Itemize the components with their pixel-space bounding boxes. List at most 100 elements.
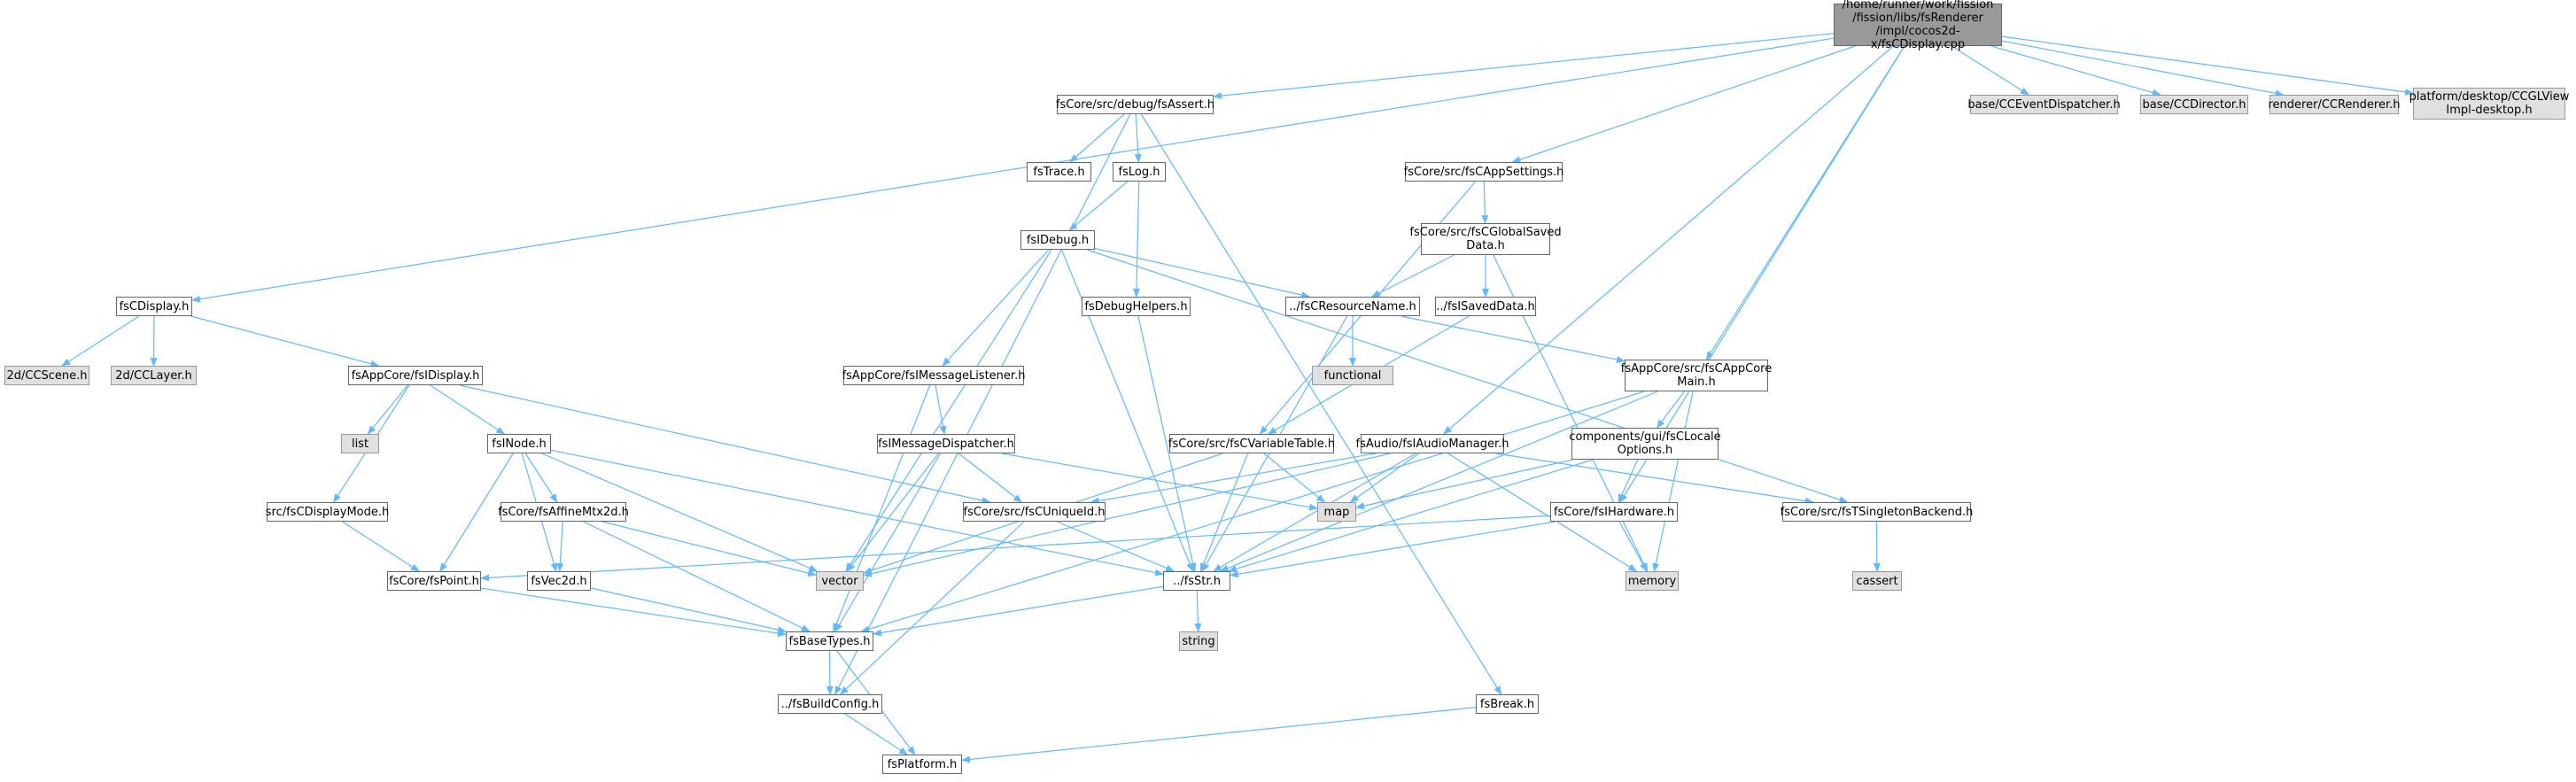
edge-inode-to-point (439, 453, 514, 572)
node-fsidisplay[interactable]: fsAppCore/fsIDisplay.h (348, 366, 483, 385)
edge-inode-to-vector (541, 453, 819, 572)
node-fsinode[interactable]: fsINode.h (487, 434, 551, 453)
node-fspoint[interactable]: fsCore/fsPoint.h (387, 571, 481, 591)
node-fscvariabletable[interactable]: fsCore/src/fsCVariableTable.h (1168, 434, 1335, 453)
root-file-node: /home/runner/work/fission /fission/libs/… (1834, 0, 2002, 51)
edge-idebug-to-vector (845, 249, 1052, 572)
edge-appmain-to-str (1219, 391, 1658, 572)
node-ccglview: platform/desktop/CCGLView Impl-desktop.h (2409, 88, 2569, 120)
node-fscresourcename[interactable]: ../fsCResourceName.h (1285, 297, 1420, 316)
edge-audio-to-str (1213, 453, 1416, 572)
node-vector: vector (816, 571, 864, 591)
edge-hardware-to-point (480, 515, 1551, 582)
edge-audio-to-map (1349, 453, 1419, 503)
node-fscuniqueid[interactable]: fsCore/src/fsCUniqueId.h (963, 502, 1106, 522)
edge-root-to-appsettings (1511, 45, 1856, 163)
edge-msgdisp-to-basetypes (834, 453, 942, 632)
edge-vec2d-to-basetypes (590, 587, 788, 633)
edge-locale-to-str (1227, 459, 1594, 573)
edge-msgdisp-to-vector (846, 453, 939, 572)
node-fslog[interactable]: fsLog.h (1113, 162, 1166, 182)
node-fsassert[interactable]: fsCore/src/debug/fsAssert.h (1056, 95, 1214, 114)
node-cassert: cassert (1852, 571, 1902, 591)
node-ccrenderer: renderer/CCRenderer.h (2269, 95, 2401, 114)
node-fstrace[interactable]: fsTrace.h (1027, 162, 1091, 182)
node-fscglobalsaveddata[interactable]: fsCore/src/fsCGlobalSaved Data.h (1409, 223, 1562, 255)
node-fsisaveddata[interactable]: ../fsISavedData.h (1435, 297, 1536, 316)
node-fsbasetypes[interactable]: fsBaseTypes.h (786, 631, 873, 651)
edge-msglistener-to-basetypes (833, 384, 931, 632)
edge-audio-to-singleton (1495, 453, 1814, 505)
node-memory: memory (1626, 571, 1679, 591)
node-cclayer: 2d/CCLayer.h (111, 366, 197, 385)
edge-affine-to-vector (601, 521, 817, 577)
edge-cdisplay-to-ccscene (61, 315, 140, 367)
edge-hardware-to-memory (1618, 521, 1648, 572)
node-fsaffinemtx2d[interactable]: fsCore/fsAffineMtx2d.h (498, 502, 629, 522)
node-map: map (1317, 502, 1356, 522)
node-fsiaudiomanager[interactable]: fsAudio/fsIAudioManager.h (1356, 434, 1509, 453)
node-fsbuildconfig[interactable]: ../fsBuildConfig.h (778, 694, 882, 714)
edge-globalsaved-to-resname (1370, 254, 1455, 298)
node-fscdisplay[interactable]: fsCDisplay.h (116, 297, 192, 316)
edge-audio-to-vector (863, 453, 1391, 577)
edge-buildconfig-to-platform (844, 713, 909, 755)
node-fscappcoremain[interactable]: fsAppCore/src/fsCAppCore Main.h (1621, 360, 1772, 391)
edge-idebug-to-msglistener (942, 249, 1050, 367)
edge-affine-to-basetypes (583, 521, 811, 632)
edge-appmain-to-locale (1656, 391, 1685, 429)
edge-point-to-basetypes (480, 587, 787, 638)
edge-debughelpers-to-str (1137, 315, 1197, 572)
edge-log-to-debughelpers (1132, 181, 1140, 298)
edge-inode-to-str (550, 449, 1164, 577)
node-fsimessagedispatcher[interactable]: fsIMessageDispatcher.h (877, 434, 1015, 453)
edge-root-to-ccren (2001, 40, 2285, 97)
edge-root-to-ccdir (1991, 45, 2161, 97)
node-functional: functional (1312, 366, 1393, 385)
edge-cdisplay-to-idisplay (190, 315, 380, 368)
node-fsimessagelistener[interactable]: fsAppCore/fsIMessageListener.h (842, 366, 1025, 385)
edge-vartable-to-str (1199, 453, 1249, 572)
edge-assert-to-brk (1140, 113, 1502, 695)
edge-log-to-idebug (1068, 181, 1129, 231)
node-string: string (1179, 631, 1218, 651)
node-fsihardware[interactable]: fsCore/fsIHardware.h (1550, 502, 1678, 522)
edge-idebug-to-str (1060, 249, 1194, 572)
node-fsvec2d[interactable]: fsVec2d.h (527, 571, 591, 591)
edge-displaymode-to-point (342, 521, 420, 572)
edge-idisplay-to-inode (430, 384, 506, 435)
edge-idisplay-to-list (367, 384, 408, 435)
node-fscdisplaymode[interactable]: src/fsCDisplayMode.h (266, 502, 389, 522)
edge-msgdisp-to-uniqueid (958, 453, 1023, 503)
node-ccdirector: base/CCDirector.h (2140, 95, 2248, 114)
edge-brk-to-platform (961, 707, 1477, 763)
node-fsclocaleoptions[interactable]: components/gui/fsCLocale Options.h (1569, 428, 1721, 460)
edge-audio-to-uniqueid (1090, 453, 1376, 505)
edge-idisplay-to-uniqueid (459, 384, 991, 504)
node-fsidebug[interactable]: fsIDebug.h (1020, 230, 1095, 250)
node-fsplatform[interactable]: fsPlatform.h (882, 755, 962, 774)
node-fscappsettings[interactable]: fsCore/src/fsCAppSettings.h (1404, 162, 1563, 182)
edge-uniqueid-to-str (1057, 521, 1175, 572)
node-fsbreak[interactable]: fsBreak.h (1476, 694, 1539, 714)
edge-root-to-audio (1442, 45, 1894, 435)
node-list: list (341, 434, 379, 453)
edge-appmain-to-basetypes (860, 391, 1645, 633)
node-ccscene: 2d/CCScene.h (4, 366, 89, 385)
edge-uniqueid-to-buildconfig (839, 521, 1025, 695)
node-fsdebughelpers[interactable]: fsDebugHelpers.h (1082, 297, 1191, 316)
edge-resname-to-appmain (1401, 315, 1626, 363)
node-fstsingletonbackend[interactable]: fsCore/src/fsTSingletonBackend.h (1781, 502, 1973, 522)
edge-assert-to-log (1134, 113, 1142, 163)
edge-msglistener-to-msgdisp (935, 384, 947, 435)
edge-str-to-basetypes (873, 585, 1164, 637)
edge-inode-to-affine (524, 453, 558, 503)
node-cceventdispatcher: base/CCEventDispatcher.h (1967, 95, 2121, 114)
edge-root-to-ccgl (2001, 35, 2414, 96)
node-fsstr[interactable]: ../fsStr.h (1163, 571, 1230, 591)
edge-str-to-string (1194, 590, 1202, 632)
edge-assert-to-buildconfig (834, 113, 1131, 695)
edge-vartable-to-map (1263, 453, 1326, 503)
